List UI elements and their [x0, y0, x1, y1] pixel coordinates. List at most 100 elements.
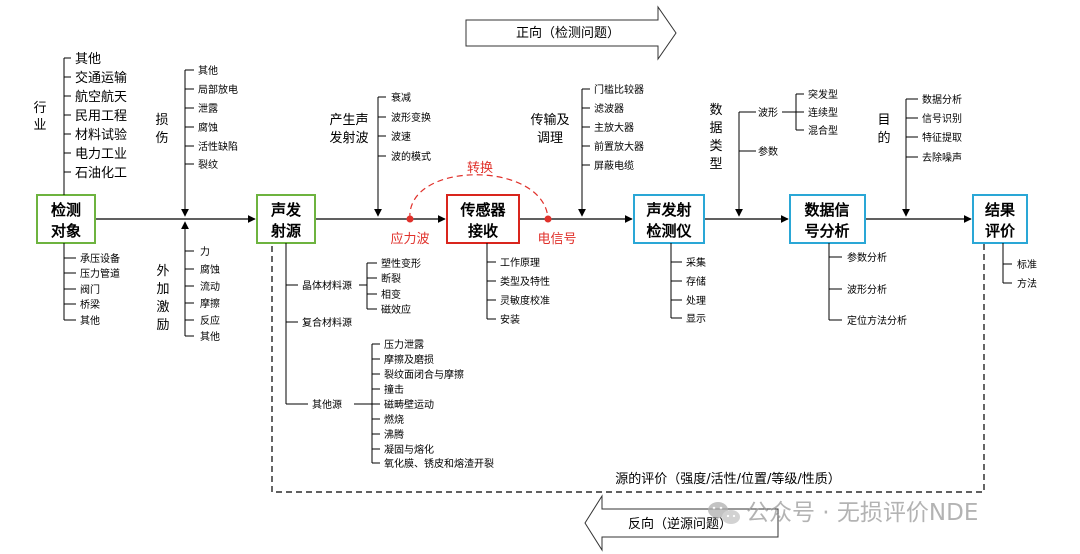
svg-text:断裂: 断裂: [381, 272, 401, 285]
svg-text:号分析: 号分析: [804, 222, 849, 240]
reverse-direction-label: 反向（逆源问题）: [628, 516, 732, 532]
detection-object-box: 检测 对象: [36, 194, 96, 244]
svg-text:信号识别: 信号识别: [922, 113, 962, 125]
svg-text:发射波: 发射波: [329, 130, 368, 146]
sensor-box: 传感器 接收: [446, 194, 520, 244]
svg-text:其他: 其他: [80, 314, 100, 327]
result-evaluation-box: 结果 评价: [972, 194, 1028, 244]
svg-text:类: 类: [709, 139, 722, 154]
svg-text:去除噪声: 去除噪声: [922, 151, 962, 164]
svg-text:型: 型: [709, 157, 722, 172]
svg-text:加: 加: [156, 282, 169, 297]
svg-text:的: 的: [877, 130, 890, 146]
svg-text:数据信: 数据信: [804, 201, 849, 219]
ae-source-box: 声发 射源: [256, 194, 316, 244]
analysis-items-branch: 参数分析 波形分析 定位方法分析: [828, 243, 907, 327]
svg-text:压力泄露: 压力泄露: [384, 338, 424, 351]
svg-text:晶体材料源: 晶体材料源: [302, 279, 352, 292]
svg-text:采集: 采集: [686, 256, 706, 269]
svg-text:显示: 显示: [686, 313, 706, 325]
svg-text:调理: 调理: [537, 131, 563, 146]
reverse-direction-arrow: 反向（逆源问题）: [584, 494, 779, 552]
svg-text:定位方法分析: 定位方法分析: [847, 314, 907, 327]
feedback-loop-arrow: [268, 232, 985, 493]
svg-text:反应: 反应: [200, 314, 220, 327]
svg-text:摩擦及磨损: 摩擦及磨损: [384, 353, 434, 366]
wechat-icon: [708, 502, 740, 524]
svg-text:声发射: 声发射: [645, 201, 691, 219]
svg-text:塑性变形: 塑性变形: [381, 257, 421, 270]
svg-text:激: 激: [156, 300, 169, 315]
svg-text:据: 据: [709, 121, 722, 136]
svg-text:传输及: 传输及: [530, 112, 569, 128]
svg-text:产生声: 产生声: [329, 113, 368, 128]
svg-text:裂纹: 裂纹: [198, 158, 218, 171]
electric-signal-label: 电信号: [537, 232, 576, 247]
svg-text:伤: 伤: [155, 131, 168, 146]
svg-text:衰减: 衰减: [391, 91, 411, 104]
instrument-items-branch: 采集 存储 处理 显示: [670, 243, 706, 325]
svg-text:压力管道: 压力管道: [80, 267, 120, 280]
svg-text:主放大器: 主放大器: [594, 121, 634, 134]
conversion-arc: [409, 174, 549, 220]
svg-text:对象: 对象: [51, 222, 81, 240]
electric-signal-dot: [544, 215, 552, 223]
svg-text:波形: 波形: [758, 106, 778, 119]
svg-text:声发: 声发: [270, 201, 302, 219]
result-items-branch: 标准 方法: [1002, 243, 1037, 290]
sensor-items-branch: 工作原理 类型及特性 灵敏度校准 安装: [486, 243, 550, 326]
svg-text:业: 业: [33, 118, 46, 133]
industry-branch: 行 业 其他 交通运输 航空航天 民用工程 材料试验 电力工业 石油化工: [33, 52, 127, 195]
forward-direction-label: 正向（检测问题）: [516, 25, 620, 41]
svg-text:检测仪: 检测仪: [646, 222, 692, 240]
svg-text:其他: 其他: [198, 64, 218, 77]
svg-text:沸腾: 沸腾: [384, 428, 404, 441]
svg-text:其他: 其他: [75, 52, 101, 67]
svg-text:波的模式: 波的模式: [391, 150, 431, 163]
generation-branch: 产生声 发射波 衰减 波形变换 波速 波的模式: [329, 91, 431, 217]
data-type-branch: 数 据 类 型 波形 参数 突发型 连续型 混合型: [709, 88, 838, 217]
svg-text:检测: 检测: [51, 201, 81, 219]
svg-text:相变: 相变: [381, 288, 401, 301]
svg-text:类型及特性: 类型及特性: [500, 275, 550, 288]
svg-text:射源: 射源: [270, 222, 301, 240]
svg-text:材料试验: 材料试验: [75, 127, 127, 143]
svg-text:工作原理: 工作原理: [500, 257, 540, 269]
svg-text:阀门: 阀门: [80, 283, 100, 296]
svg-text:连续型: 连续型: [808, 106, 838, 119]
svg-text:混合型: 混合型: [808, 124, 838, 137]
damage-branch: 损 伤 其他 局部放电 泄露 腐蚀 活性缺陷 裂纹: [155, 64, 238, 217]
excitation-branch: 外 加 激 励 力 腐蚀 流动 摩擦 反应 其他: [156, 221, 220, 343]
svg-text:民用工程: 民用工程: [75, 109, 127, 124]
svg-text:腐蚀: 腐蚀: [198, 121, 218, 134]
svg-text:前置放大器: 前置放大器: [594, 140, 644, 153]
svg-text:磁畴壁运动: 磁畴壁运动: [384, 398, 434, 411]
svg-text:航空航天: 航空航天: [75, 89, 127, 105]
ae-instrument-box: 声发射 检测仪: [633, 194, 705, 244]
svg-text:行: 行: [33, 101, 46, 116]
svg-text:其他: 其他: [200, 330, 220, 343]
feedback-label: 源的评价（强度/活性/位置/等级/性质）: [615, 471, 841, 487]
watermark: 公众号 · 无损评价NDE: [708, 500, 978, 526]
svg-text:燃烧: 燃烧: [384, 413, 404, 426]
svg-text:桥梁: 桥梁: [80, 298, 100, 311]
svg-text:外: 外: [156, 264, 169, 279]
svg-text:局部放电: 局部放电: [198, 83, 238, 96]
stress-wave-label: 应力波: [390, 231, 429, 247]
svg-text:突发型: 突发型: [808, 88, 838, 101]
svg-text:数: 数: [709, 103, 722, 118]
svg-text:复合材料源: 复合材料源: [302, 316, 352, 329]
svg-text:交通运输: 交通运输: [75, 70, 127, 86]
svg-text:励: 励: [156, 318, 169, 333]
svg-text:撞击: 撞击: [384, 383, 404, 396]
svg-text:接收: 接收: [468, 222, 498, 240]
svg-text:结果: 结果: [985, 201, 1016, 219]
svg-text:屏蔽电缆: 屏蔽电缆: [594, 159, 634, 172]
svg-text:安装: 安装: [500, 313, 520, 326]
svg-text:波形分析: 波形分析: [847, 283, 887, 296]
svg-text:电力工业: 电力工业: [75, 147, 127, 162]
svg-text:目: 目: [877, 113, 890, 128]
svg-text:力: 力: [200, 245, 210, 258]
svg-text:凝固与熔化: 凝固与熔化: [384, 443, 434, 456]
purpose-branch: 目 的 数据分析 信号识别 特征提取 去除噪声: [877, 93, 962, 217]
